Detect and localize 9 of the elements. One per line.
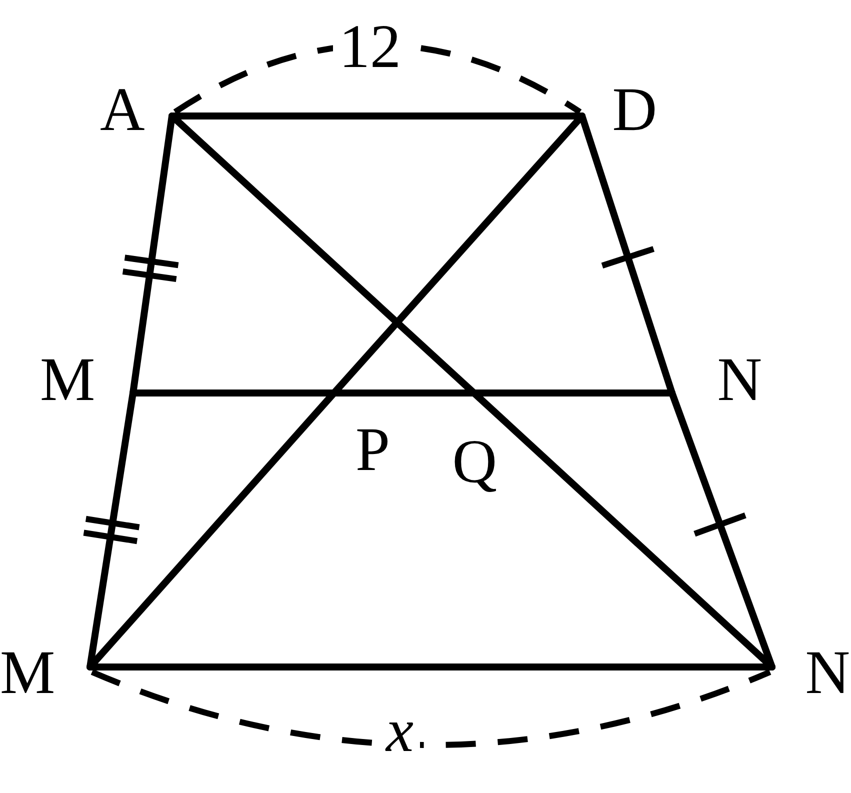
point-label: Q [425, 393, 497, 493]
point-label: P [325, 393, 390, 481]
line-segment [86, 664, 776, 670]
point-label: N [772, 640, 850, 706]
point-label: D [582, 80, 657, 140]
point-label: M [40, 350, 133, 410]
point-label: M [0, 640, 90, 706]
point-label: N [672, 350, 762, 410]
point-label: A [100, 80, 172, 140]
